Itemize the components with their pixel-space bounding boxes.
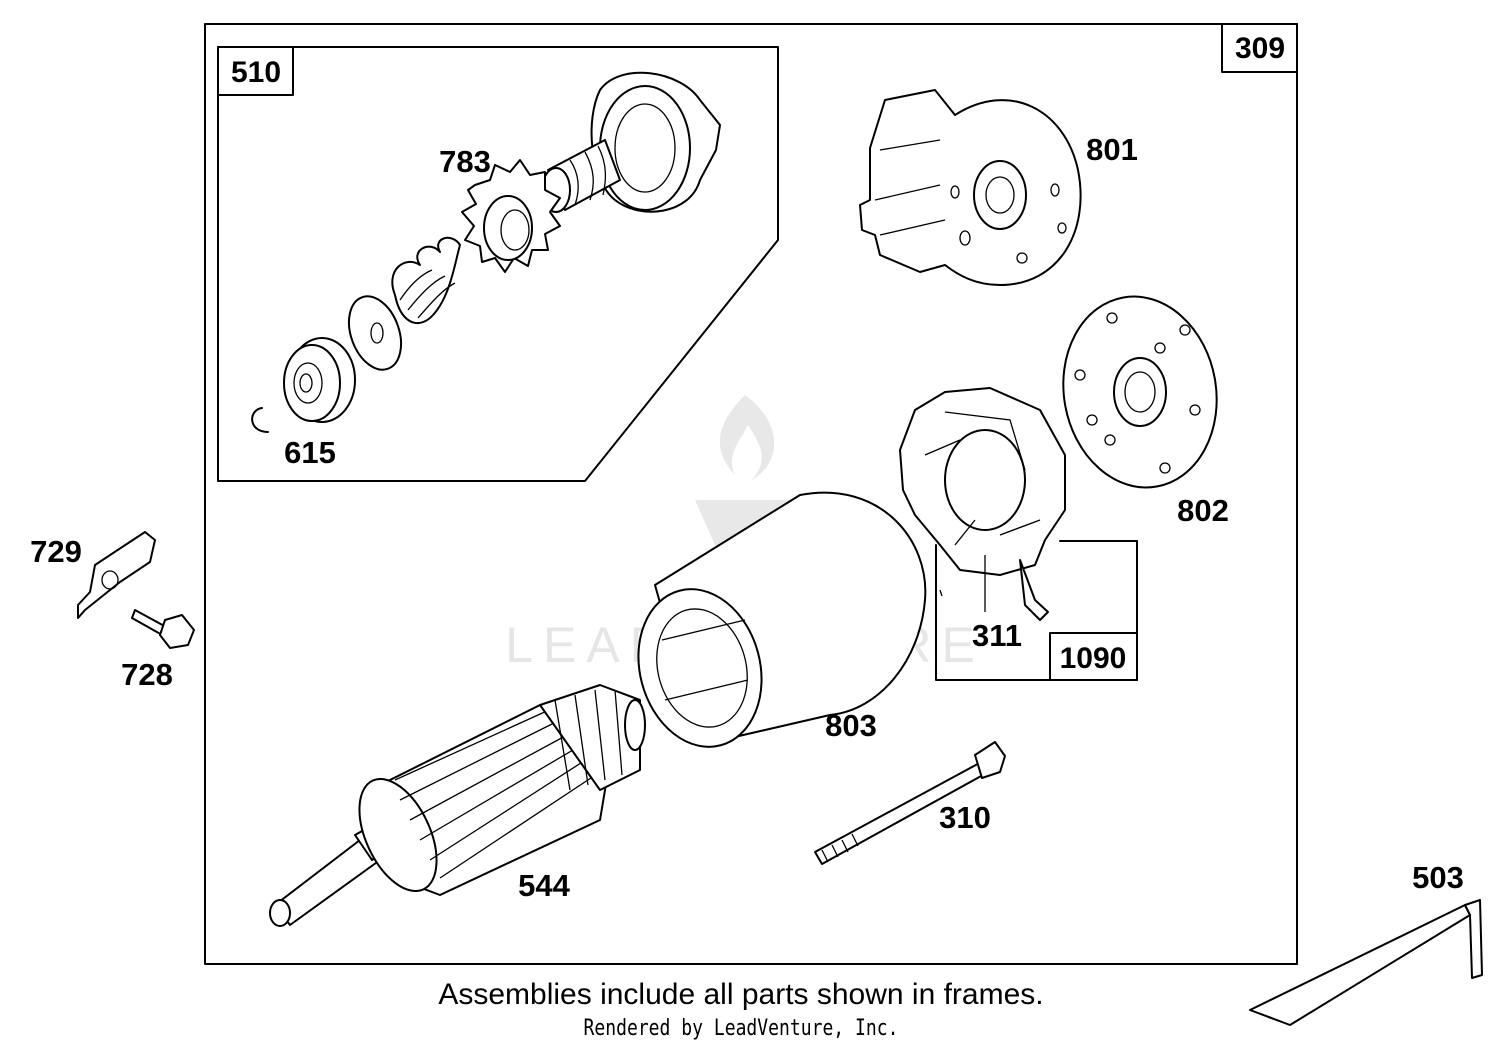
label-311: 311	[972, 618, 1022, 653]
leader-1090	[939, 589, 943, 597]
label-728: 728	[121, 657, 173, 692]
label-615: 615	[284, 435, 336, 470]
outer-frame-tag: 309	[1235, 32, 1285, 65]
drive-frame-tag: 510	[231, 56, 281, 89]
label-310: 310	[939, 800, 991, 835]
drive-frame-tag-box	[217, 46, 294, 96]
mounting-bolt-drawing	[131, 609, 195, 649]
label-783: 783	[439, 144, 491, 179]
pinion-gear-drawing	[461, 159, 561, 273]
drive-housing-drawing	[541, 71, 721, 213]
collar-drawing	[283, 337, 356, 423]
assembly-caption: Assemblies include all parts shown in fr…	[438, 978, 1044, 1011]
render-credit: Rendered by LeadVenture, Inc.	[583, 1016, 899, 1041]
end-cap-drawing	[859, 89, 1082, 286]
label-544: 544	[518, 868, 570, 903]
motor-housing-drawing	[637, 491, 927, 748]
armature-drawing	[269, 684, 646, 927]
brush-frame-tag-box	[1049, 632, 1138, 681]
label-503: 503	[1412, 860, 1464, 895]
through-bolt-drawing	[814, 741, 1006, 865]
end-plate-drawing	[1062, 295, 1218, 489]
mounting-bracket-drawing	[77, 531, 156, 619]
brush-holder-drawing	[899, 387, 1066, 621]
outer-frame	[204, 23, 1298, 965]
spring-drawing	[391, 236, 461, 324]
retainer-ring-drawing	[251, 407, 269, 433]
washer-drawing	[347, 295, 403, 371]
drive-frame	[217, 46, 779, 482]
label-801: 801	[1086, 132, 1138, 167]
label-802: 802	[1177, 493, 1229, 528]
label-729: 729	[30, 534, 82, 569]
label-803: 803	[825, 708, 877, 743]
brush-frame-tag: 1090	[1060, 642, 1127, 675]
outer-frame-tag-box	[1221, 23, 1298, 73]
tool-503-drawing	[1249, 899, 1483, 1026]
